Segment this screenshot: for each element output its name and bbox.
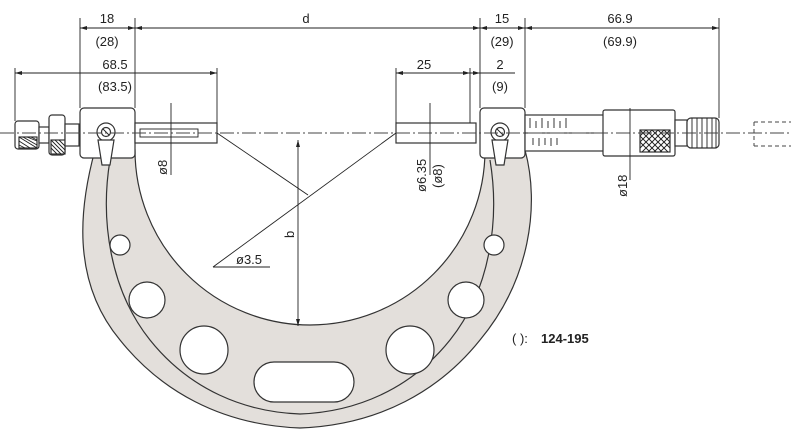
frame-hole <box>483 234 505 256</box>
micrometer-frame <box>82 149 532 429</box>
spindle-assembly <box>395 107 791 166</box>
label-thimble-length-alt: (69.9) <box>603 34 637 49</box>
label-spindle-25: 25 <box>417 57 431 72</box>
frame-hole <box>128 281 166 319</box>
label-dia-thimble: ø18 <box>615 175 630 197</box>
label-b: b <box>282 231 297 238</box>
label-spindle-offset: 15 <box>495 11 509 26</box>
frame-hole <box>447 281 485 319</box>
note-model: 124-195 <box>541 331 589 346</box>
label-dia-spindle: ø6.35 <box>414 159 429 192</box>
label-anvil-length-alt: (83.5) <box>98 79 132 94</box>
label-spindle-2: 2 <box>496 57 503 72</box>
label-thimble-length: 66.9 <box>607 11 632 26</box>
frame-hole <box>179 325 229 375</box>
label-dia-spindle-alt: (ø8) <box>430 164 445 188</box>
dimension-labels: 18 (28) d 15 (29) 66.9 (69.9) 68.5 (83.5… <box>95 11 637 346</box>
label-dia-anvil: ø8 <box>155 160 170 175</box>
label-frame-width-alt: (28) <box>95 34 118 49</box>
label-frame-width: 18 <box>100 11 114 26</box>
dimension-lines <box>14 18 720 326</box>
frame-hole <box>385 325 435 375</box>
frame-hole <box>109 234 131 256</box>
label-d: d <box>302 11 309 26</box>
anvil-assembly <box>14 107 218 166</box>
label-spindle-offset-alt: (29) <box>490 34 513 49</box>
note-paren: ( ): <box>512 331 528 346</box>
frame-slot <box>253 361 355 403</box>
label-spindle-2-alt: (9) <box>492 79 508 94</box>
label-anvil-length: 68.5 <box>102 57 127 72</box>
label-dia-hole: ø3.5 <box>236 252 262 267</box>
